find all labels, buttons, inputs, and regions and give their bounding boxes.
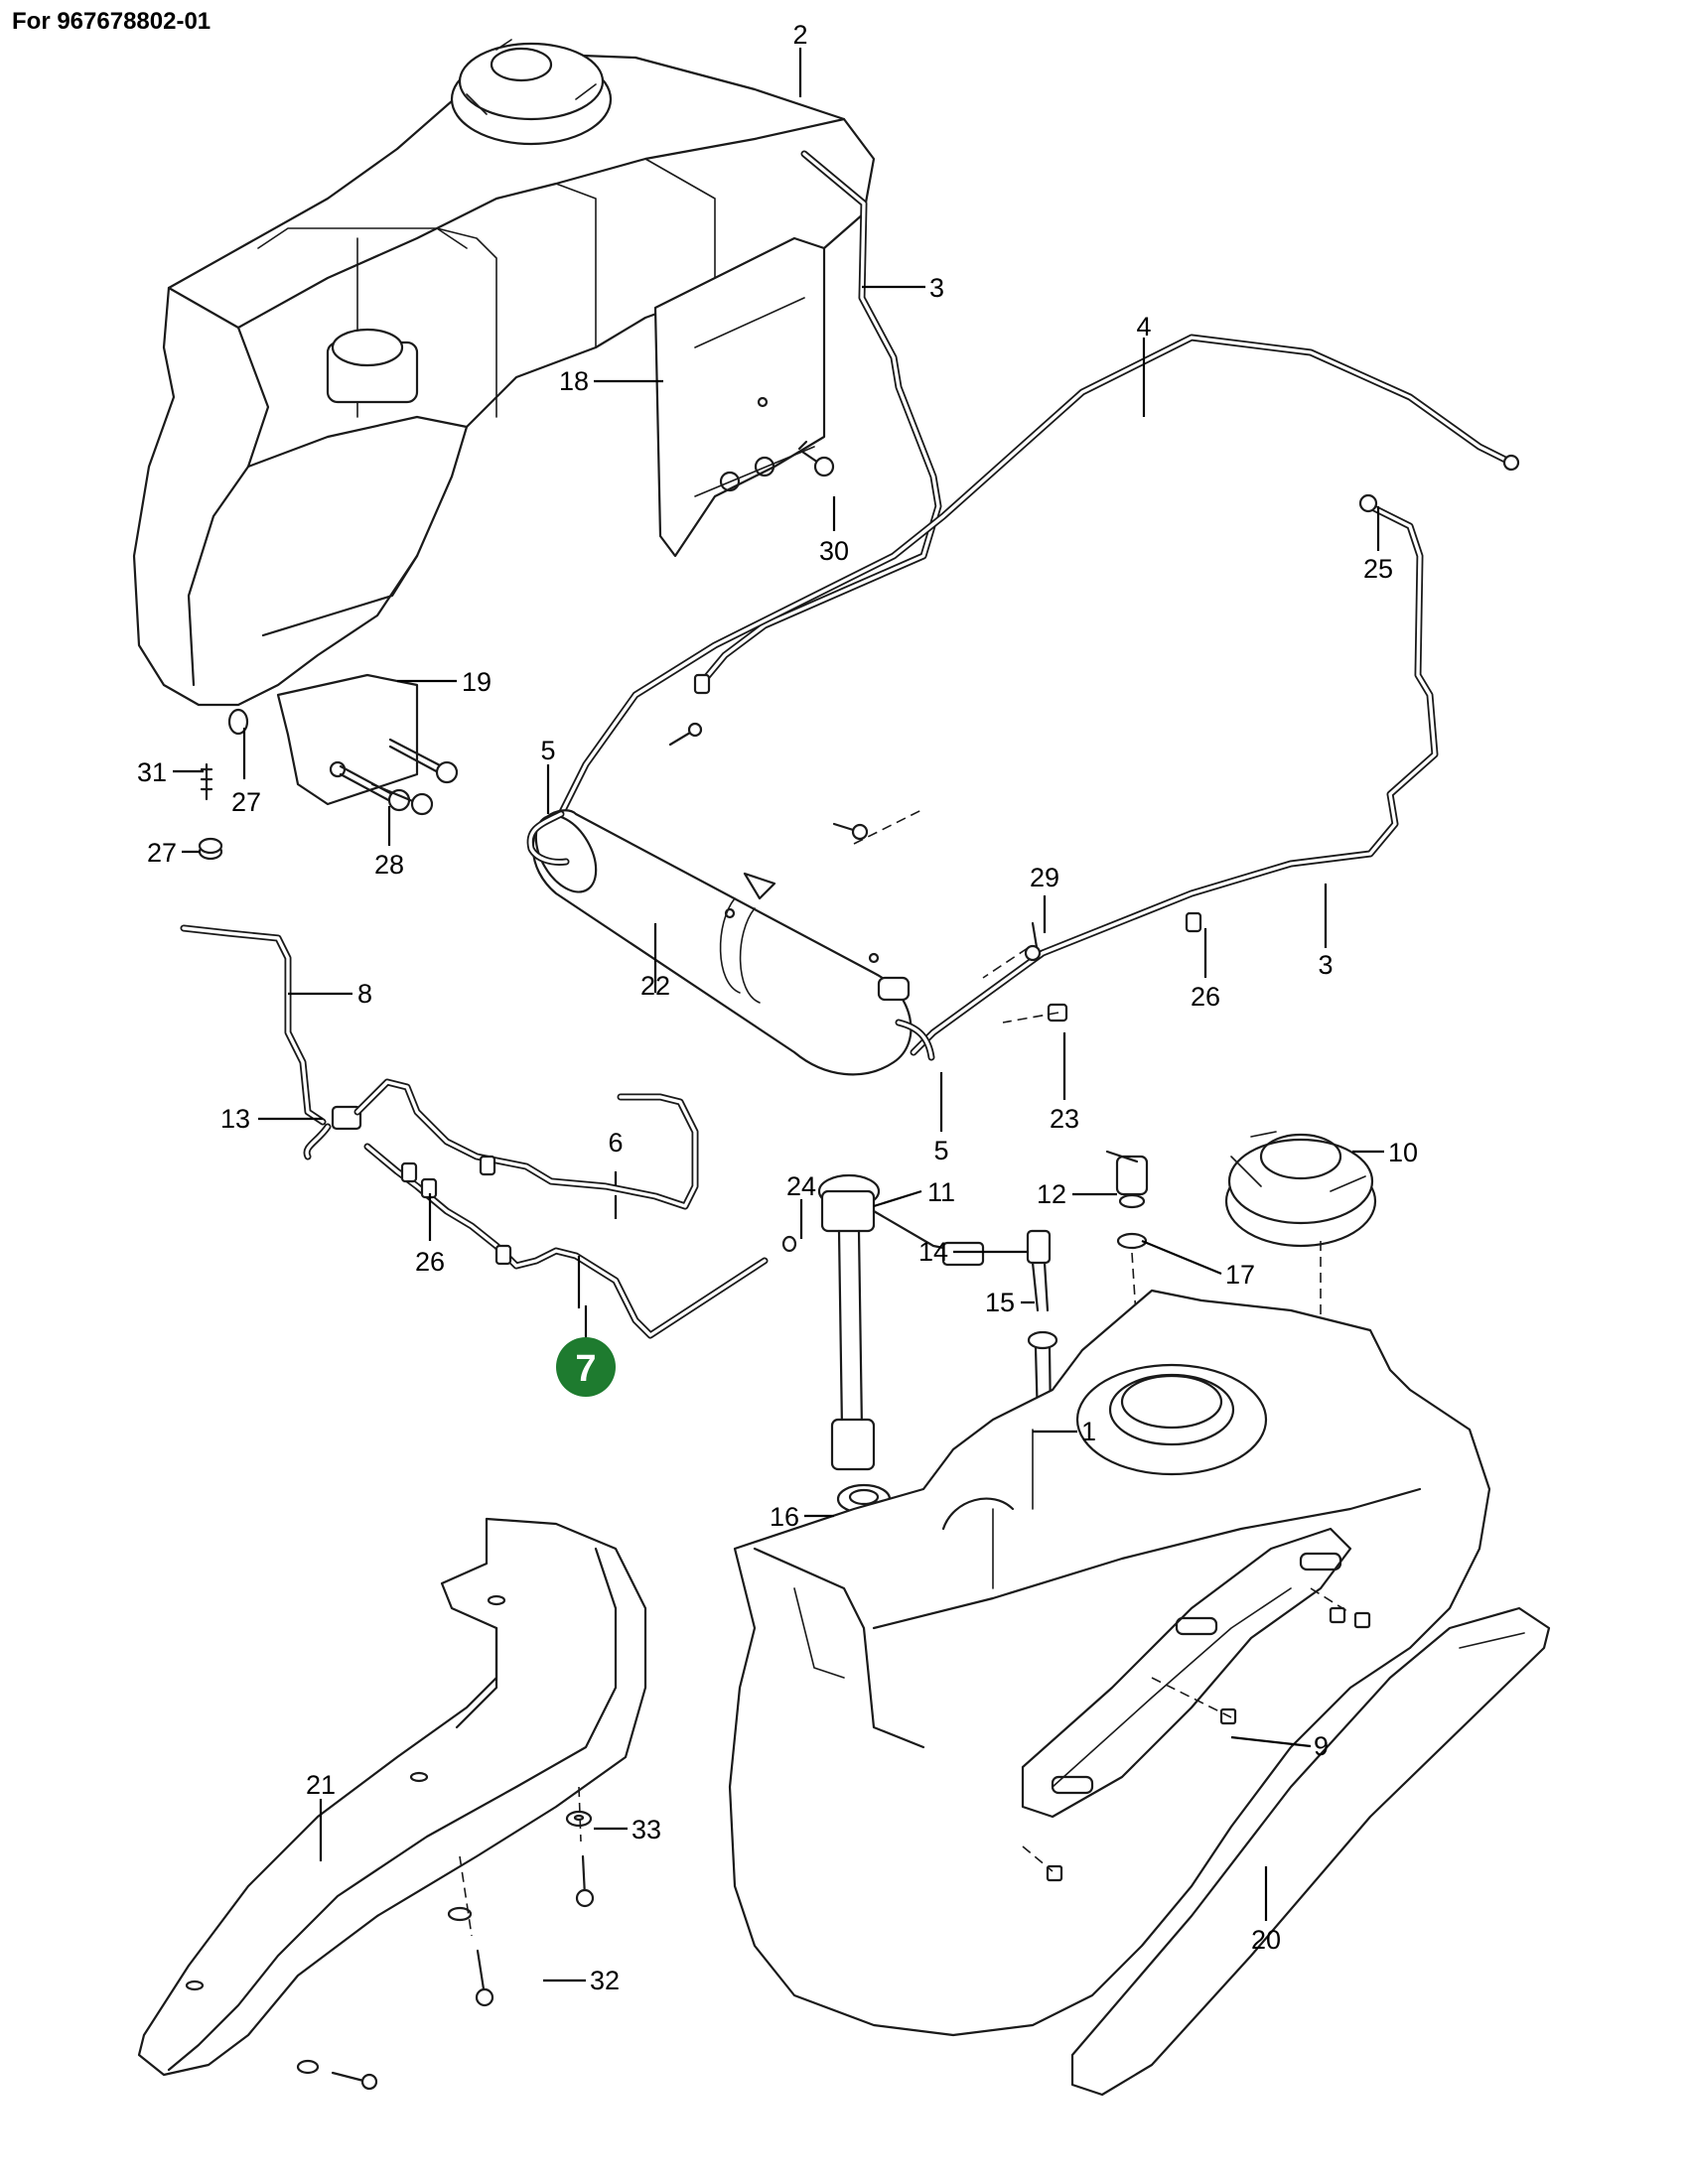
lower-bracket[interactable] bbox=[276, 673, 419, 806]
bolt-33[interactable] bbox=[575, 1854, 595, 1908]
hose-5-lower[interactable] bbox=[895, 1019, 935, 1061]
callout-labels: 2 3 4 5 8 6 13 1 10 9 11 12 14 15 16 17 … bbox=[137, 20, 1418, 1995]
sensor-14[interactable] bbox=[1026, 1229, 1052, 1312]
callout-14: 14 bbox=[918, 1237, 948, 1267]
callout-29: 29 bbox=[1030, 863, 1059, 892]
hose-3-lower[interactable] bbox=[910, 493, 1439, 1056]
callout-17: 17 bbox=[1225, 1260, 1255, 1290]
callout-20: 20 bbox=[1251, 1925, 1281, 1955]
screw-31[interactable] bbox=[200, 762, 213, 801]
callout-21: 21 bbox=[306, 1770, 336, 1800]
callout-13: 13 bbox=[220, 1104, 250, 1134]
washer-33[interactable] bbox=[565, 1810, 593, 1828]
callout-27-lower: 27 bbox=[147, 838, 177, 868]
callout-12: 12 bbox=[1037, 1179, 1066, 1209]
leader-lines-extra bbox=[939, 884, 1328, 1132]
highlighted-callout-7[interactable]: 7 bbox=[556, 1305, 616, 1397]
callout-9: 9 bbox=[1314, 1731, 1329, 1761]
screw-29[interactable] bbox=[1024, 921, 1042, 962]
callout-22: 22 bbox=[640, 971, 670, 1001]
clips-26-lower[interactable] bbox=[400, 1155, 512, 1266]
washer-32[interactable] bbox=[447, 1906, 473, 1922]
callout-28: 28 bbox=[374, 850, 404, 880]
shield-20[interactable] bbox=[1070, 1606, 1551, 2097]
callout-19: 19 bbox=[462, 667, 492, 697]
grommet-15[interactable] bbox=[1027, 1330, 1058, 1422]
fitting-13[interactable] bbox=[303, 1105, 362, 1160]
callout-3-lower: 3 bbox=[1318, 950, 1333, 980]
callout-18: 18 bbox=[559, 366, 589, 396]
callout-2: 2 bbox=[792, 20, 807, 50]
callout-8: 8 bbox=[357, 979, 372, 1009]
callout-24: 24 bbox=[786, 1171, 816, 1201]
washer-bolt-bottom[interactable] bbox=[296, 2059, 378, 2091]
callout-23: 23 bbox=[1050, 1104, 1079, 1134]
callout-31: 31 bbox=[137, 757, 167, 787]
callout-4: 4 bbox=[1136, 312, 1151, 341]
valve-12[interactable] bbox=[1105, 1150, 1149, 1209]
hose-6[interactable] bbox=[353, 1078, 699, 1210]
fuel-cap-icon[interactable] bbox=[1224, 1131, 1377, 1248]
bolt-30[interactable] bbox=[797, 440, 835, 478]
clips-26-upper[interactable] bbox=[693, 673, 1202, 933]
leader-lines bbox=[173, 48, 1384, 1982]
hose-7-highlighted[interactable] bbox=[363, 1143, 769, 1339]
grommet-24[interactable] bbox=[781, 1235, 797, 1253]
callout-10: 10 bbox=[1388, 1138, 1418, 1167]
callout-26-lower: 26 bbox=[415, 1247, 445, 1277]
hose-8[interactable] bbox=[180, 924, 327, 1126]
callout-15: 15 bbox=[985, 1288, 1015, 1317]
callout-11: 11 bbox=[927, 1177, 955, 1207]
clips-9[interactable] bbox=[1046, 1606, 1371, 1882]
grommet-17[interactable] bbox=[1116, 1232, 1148, 1250]
filler-neck-small bbox=[326, 328, 419, 404]
bolts-28[interactable] bbox=[339, 738, 459, 816]
callout-26-upper: 26 bbox=[1191, 982, 1220, 1012]
callout-3-upper: 3 bbox=[929, 273, 944, 303]
callout-33: 33 bbox=[632, 1815, 661, 1844]
fender-icon[interactable] bbox=[137, 1517, 647, 2077]
hose-3-upper[interactable] bbox=[696, 150, 942, 689]
bolt-32[interactable] bbox=[475, 1949, 494, 2007]
grommet-27-lower[interactable] bbox=[198, 837, 223, 861]
callout-16: 16 bbox=[770, 1502, 799, 1532]
page-title: For 967678802-01 bbox=[12, 8, 211, 35]
callout-27-upper: 27 bbox=[231, 787, 261, 817]
callout-32: 32 bbox=[590, 1966, 620, 1995]
screws-hose bbox=[668, 722, 869, 841]
hose-5-upper[interactable] bbox=[526, 810, 570, 866]
fuel-cap-upper-icon bbox=[450, 39, 613, 146]
grommet-27-upper[interactable] bbox=[227, 708, 249, 736]
hose-4[interactable] bbox=[557, 334, 1520, 818]
callout-6: 6 bbox=[608, 1128, 623, 1158]
fuel-sender[interactable] bbox=[817, 1173, 985, 1471]
callout-7-label: 7 bbox=[575, 1348, 596, 1390]
tank-bracket[interactable] bbox=[653, 236, 826, 558]
callout-30: 30 bbox=[819, 536, 849, 566]
canister[interactable] bbox=[523, 805, 913, 1076]
callout-5-upper: 5 bbox=[540, 736, 555, 765]
callout-1: 1 bbox=[1081, 1417, 1096, 1446]
fuel-tank-icon[interactable] bbox=[728, 1289, 1491, 2037]
callout-5-lower: 5 bbox=[933, 1136, 948, 1165]
callout-25: 25 bbox=[1363, 554, 1393, 584]
